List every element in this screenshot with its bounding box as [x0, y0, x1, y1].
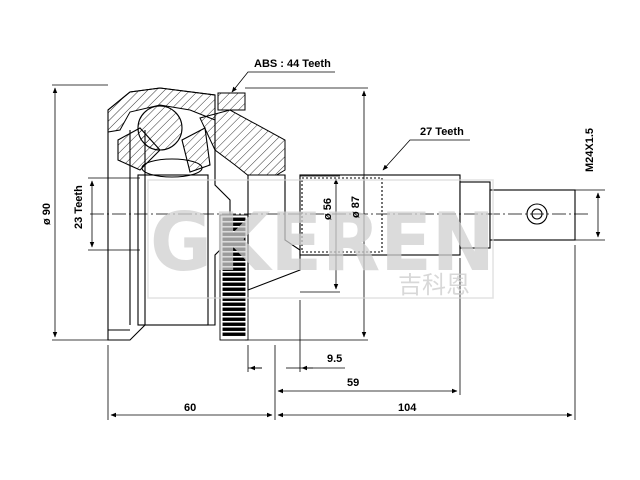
dia-56-label: ø 56 — [322, 198, 334, 220]
watermark: GKEREN 吉科恩 — [147, 179, 495, 299]
abs-tooth — [222, 252, 246, 256]
abs-tooth — [222, 302, 246, 306]
abs-tooth — [222, 267, 246, 271]
thread-label: M24X1.5 — [584, 128, 596, 172]
abs-tooth — [222, 332, 246, 336]
housing-section-hatch — [107, 87, 286, 186]
abs-tooth — [222, 242, 246, 246]
watermark-brand: GKEREN — [150, 196, 495, 289]
abs-tooth — [222, 307, 246, 311]
len-9-5-label: 9.5 — [327, 353, 342, 365]
len-60-label: 60 — [184, 402, 196, 414]
abs-tooth — [222, 247, 246, 251]
len-59-label: 59 — [347, 377, 359, 389]
abs-tooth — [222, 312, 246, 316]
abs-tooth — [222, 287, 246, 291]
abs-tooth — [222, 272, 246, 276]
len-104-label: 104 — [398, 402, 417, 414]
dia-87-label: ø 87 — [350, 196, 362, 218]
abs-teeth-label: ABS : 44 Teeth — [254, 58, 331, 70]
abs-tooth — [222, 327, 246, 331]
abs-tooth — [222, 217, 246, 221]
abs-tooth — [222, 322, 246, 326]
abs-ring — [219, 214, 249, 341]
dia-90-label: ø 90 — [41, 203, 53, 225]
ball-cage — [117, 105, 211, 178]
abs-tooth — [222, 227, 246, 231]
abs-tooth — [222, 277, 246, 281]
dimension-lines — [52, 71, 605, 420]
abs-tooth — [222, 262, 246, 266]
abs-tooth — [222, 232, 246, 236]
spline-teeth-outer-label: 27 Teeth — [420, 126, 464, 138]
watermark-logo-box — [147, 179, 494, 299]
abs-tooth — [222, 292, 246, 296]
abs-tooth — [222, 317, 246, 321]
abs-tooth — [222, 282, 246, 286]
abs-tooth — [222, 222, 246, 226]
abs-tooth — [222, 237, 246, 241]
abs-tooth — [222, 257, 246, 261]
spline-teeth-inner-label: 23 Teeth — [73, 185, 85, 229]
stub-shaft — [247, 174, 576, 291]
watermark-brand-cn: 吉科恩 — [398, 271, 470, 299]
